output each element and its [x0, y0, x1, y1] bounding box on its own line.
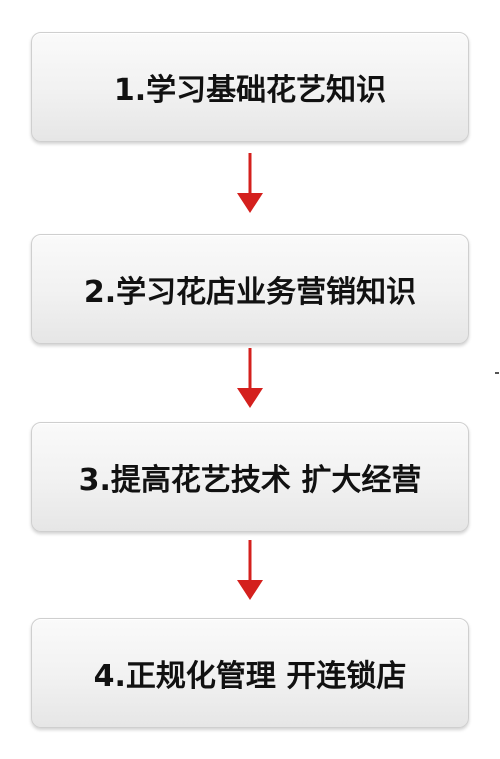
step-label-2: 2.学习花店业务营销知识 [83, 275, 417, 310]
down-arrow-icon [237, 348, 263, 408]
step-box-3: 3.提高花艺技术 扩大经营 [31, 422, 469, 532]
step-box-1: 1.学习基础花艺知识 [31, 32, 469, 142]
step-box-4: 4.正规化管理 开连锁店 [31, 618, 469, 728]
down-arrow-icon [237, 153, 263, 213]
step-label-3: 3.提高花艺技术 扩大经营 [78, 463, 422, 498]
down-arrow-icon [237, 540, 263, 600]
step-label-1: 1.学习基础花艺知识 [113, 73, 387, 108]
step-box-2: 2.学习花店业务营销知识 [31, 234, 469, 344]
step-label-4: 4.正规化管理 开连锁店 [93, 659, 407, 694]
stray-mark [495, 372, 499, 374]
